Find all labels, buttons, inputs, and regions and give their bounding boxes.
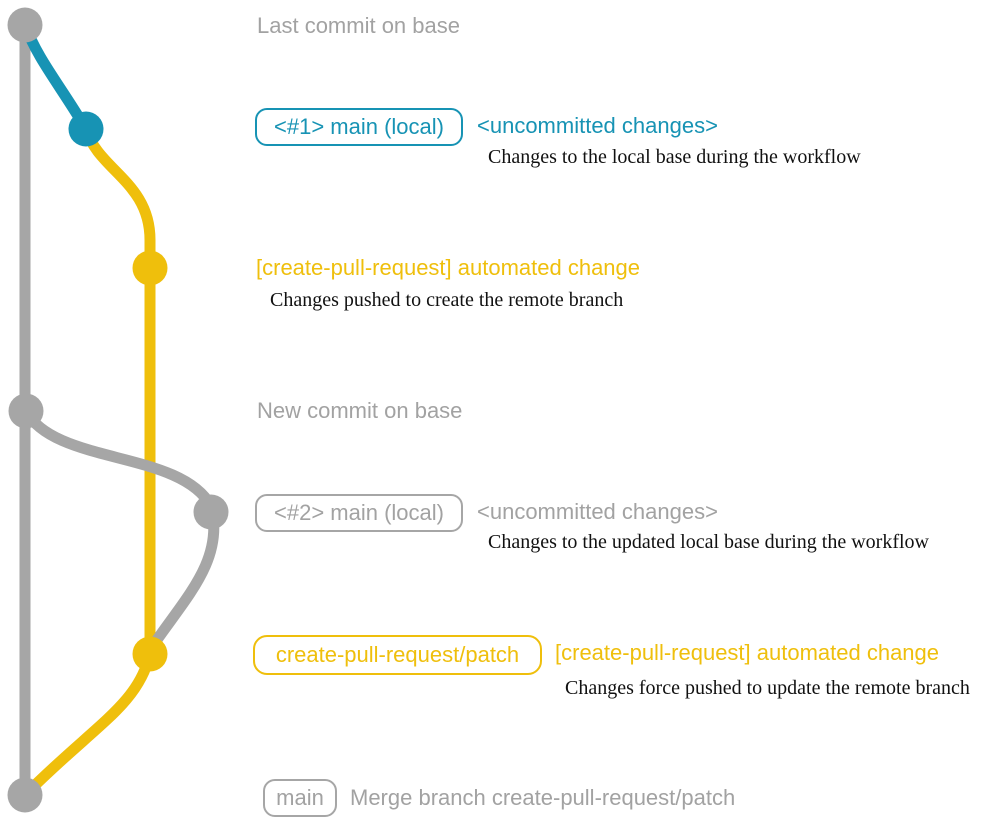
automated-change-desc-1: Changes pushed to create the remote bran…	[270, 289, 624, 311]
branch-badge-label: main	[276, 785, 324, 810]
merge-commit-message: Merge branch create-pull-request/patch	[350, 785, 736, 810]
branch-badge-main-local-1: <#1> main (local)	[255, 108, 463, 146]
new-commit-label: New commit on base	[257, 398, 463, 423]
uncommitted-changes-title-1: <uncommitted changes>	[477, 113, 718, 138]
last-commit-label: Last commit on base	[257, 13, 460, 38]
automated-change-title-1: [create-pull-request] automated change	[256, 255, 641, 280]
commit-dot-patch-1	[132, 250, 168, 286]
commit-dot-last-base	[7, 7, 43, 43]
uncommitted-changes-title-2: <uncommitted changes>	[477, 499, 718, 524]
branch-badge-patch: create-pull-request/patch	[253, 635, 542, 675]
uncommitted-changes-desc-2: Changes to the updated local base during…	[488, 531, 929, 553]
branch-badge-label: <#2> main (local)	[274, 500, 444, 525]
branch-badge-main: main	[263, 779, 337, 817]
commit-dot-new-base	[8, 393, 44, 429]
commit-dot-local-1	[68, 111, 104, 147]
automated-change-desc-2: Changes force pushed to update the remot…	[565, 677, 970, 699]
commit-dot-patch-2	[132, 636, 168, 672]
automated-change-title-2: [create-pull-request] automated change	[555, 640, 940, 665]
branch-badge-main-local-2: <#2> main (local)	[255, 494, 463, 532]
commit-dot-local-2	[193, 494, 229, 530]
uncommitted-changes-desc-1: Changes to the local base during the wor…	[488, 146, 861, 168]
branch-badge-label: create-pull-request/patch	[275, 642, 520, 667]
updated-local-branch-line	[20, 405, 217, 512]
commit-dot-merge	[7, 777, 43, 813]
branch-badge-label: <#1> main (local)	[274, 114, 444, 139]
local-changes-branch-line	[19, 19, 92, 135]
